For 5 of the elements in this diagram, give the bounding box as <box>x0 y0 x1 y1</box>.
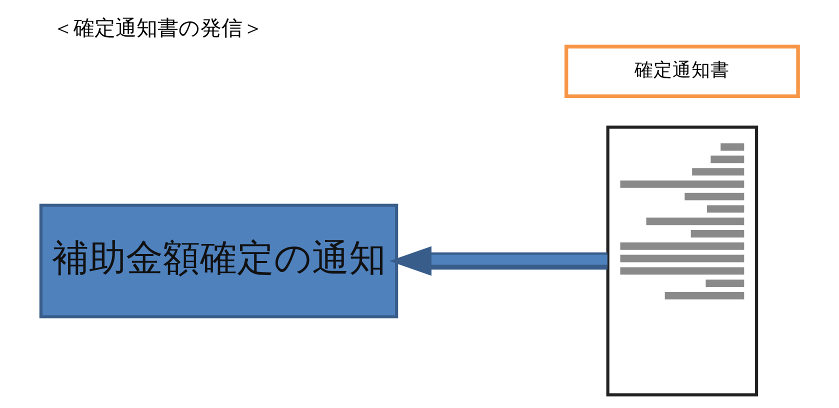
node-box: 確定通知書 <box>564 44 800 98</box>
arrow <box>389 246 608 276</box>
diagram-title: ＜確定通知書の発信＞ <box>52 14 264 40</box>
node-box: 補助金額確定の通知 <box>39 204 398 318</box>
node-picture <box>606 126 758 396</box>
